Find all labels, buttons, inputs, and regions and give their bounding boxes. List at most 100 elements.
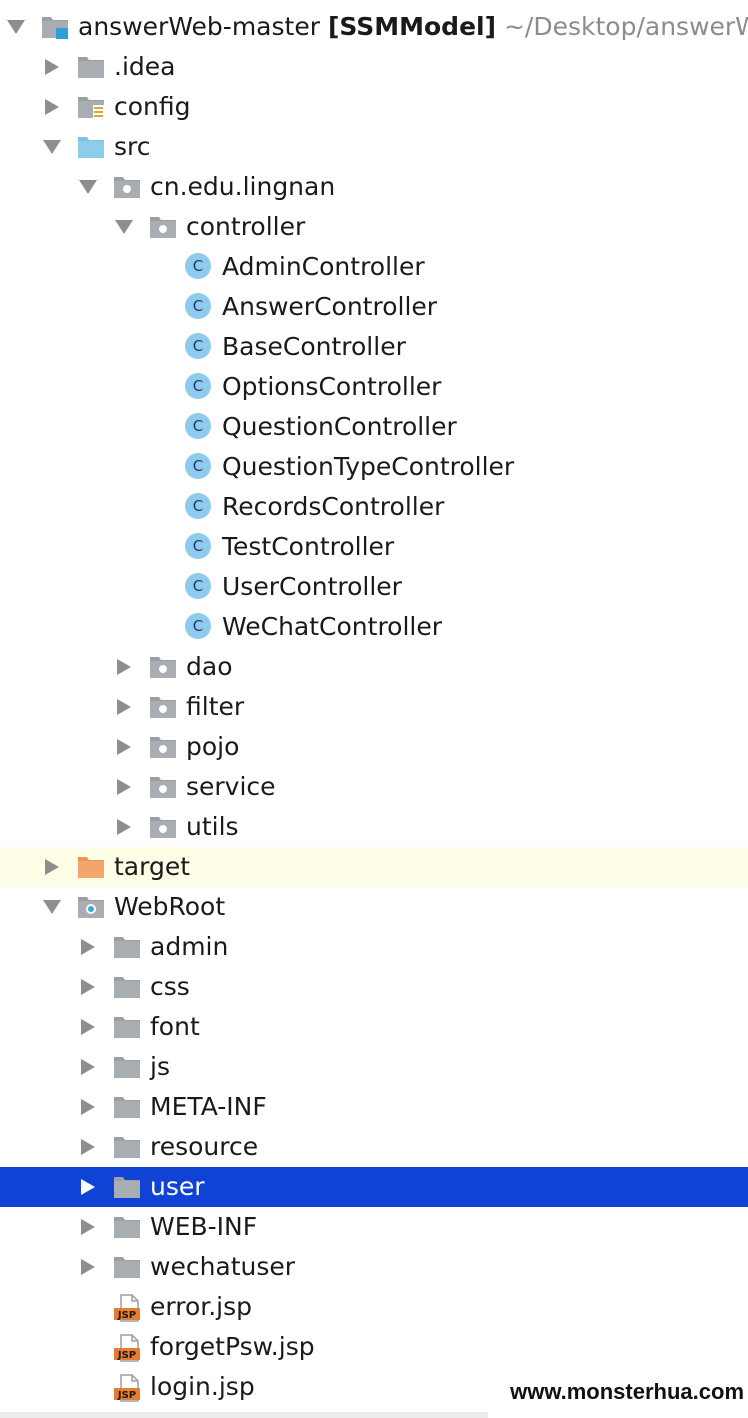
- package-icon: [149, 694, 177, 720]
- project-name: answerWeb-master: [78, 12, 320, 41]
- tree-item-label: WebRoot: [114, 892, 226, 921]
- jsp-file-icon: JSP: [113, 1334, 141, 1362]
- chevron-right-icon[interactable]: [78, 1017, 98, 1037]
- tree-item-filter[interactable]: filter: [0, 687, 748, 727]
- java-class-icon: C: [185, 493, 211, 519]
- tree-item-answerweb-master[interactable]: answerWeb-master [SSMModel] ~/Desktop/an…: [0, 7, 748, 47]
- tree-item-label: pojo: [186, 732, 240, 761]
- tree-item-label: AdminController: [222, 252, 425, 281]
- tree-item-target[interactable]: target: [0, 847, 748, 887]
- tree-item-wechatuser[interactable]: wechatuser: [0, 1247, 748, 1287]
- tree-item-css[interactable]: css: [0, 967, 748, 1007]
- package-icon: [149, 654, 177, 680]
- java-class-icon: C: [185, 533, 211, 559]
- package-icon: [113, 174, 141, 200]
- tree-item-dao[interactable]: dao: [0, 647, 748, 687]
- chevron-down-icon[interactable]: [6, 17, 26, 37]
- tree-item-font[interactable]: font: [0, 1007, 748, 1047]
- chevron-right-icon[interactable]: [78, 1137, 98, 1157]
- tree-item-label: dao: [186, 652, 233, 681]
- folder-icon: [113, 974, 141, 1000]
- svg-text:JSP: JSP: [117, 1390, 136, 1401]
- folder-icon: [113, 1014, 141, 1040]
- chevron-right-icon[interactable]: [114, 697, 134, 717]
- chevron-right-icon[interactable]: [42, 857, 62, 877]
- tree-item-webroot[interactable]: WebRoot: [0, 887, 748, 927]
- source-folder-icon: [77, 134, 105, 160]
- chevron-right-icon[interactable]: [114, 737, 134, 757]
- folder-icon: [113, 1254, 141, 1280]
- tree-item-label: admin: [150, 932, 229, 961]
- tree-item-resource[interactable]: resource: [0, 1127, 748, 1167]
- tree-item-label: .idea: [114, 52, 176, 81]
- web-root-icon: [77, 894, 105, 920]
- tree-item-js[interactable]: js: [0, 1047, 748, 1087]
- tree-item-label: QuestionTypeController: [222, 452, 515, 481]
- tree-item-label: WEB-INF: [150, 1212, 258, 1241]
- folder-icon: [113, 1174, 141, 1200]
- tree-item-label: config: [114, 92, 191, 121]
- tree-item-label: controller: [186, 212, 306, 241]
- jsp-file-icon: JSP: [113, 1374, 141, 1402]
- tree-item-label: service: [186, 772, 276, 801]
- bottom-divider: [0, 1412, 488, 1418]
- tree-item-pojo[interactable]: pojo: [0, 727, 748, 767]
- java-class-icon: C: [185, 453, 211, 479]
- chevron-right-icon[interactable]: [114, 657, 134, 677]
- tree-item-user[interactable]: user: [0, 1167, 748, 1207]
- tree-item-label: QuestionController: [222, 412, 457, 441]
- tree-item-utils[interactable]: utils: [0, 807, 748, 847]
- tree-item-label: BaseController: [222, 332, 406, 361]
- chevron-right-icon[interactable]: [78, 1097, 98, 1117]
- svg-text:JSP: JSP: [117, 1350, 136, 1361]
- chevron-right-icon[interactable]: [78, 1257, 98, 1277]
- tree-item-questiontypecontroller[interactable]: C QuestionTypeController: [0, 447, 748, 487]
- chevron-right-icon[interactable]: [78, 937, 98, 957]
- tree-item-label: TestController: [222, 532, 395, 561]
- chevron-right-icon[interactable]: [114, 777, 134, 797]
- tree-item-idea[interactable]: .idea: [0, 47, 748, 87]
- tree-item-service[interactable]: service: [0, 767, 748, 807]
- tree-item-admin[interactable]: admin: [0, 927, 748, 967]
- folder-icon: [77, 54, 105, 80]
- tree-item-web-inf[interactable]: WEB-INF: [0, 1207, 748, 1247]
- chevron-down-icon[interactable]: [78, 177, 98, 197]
- folder-icon: [113, 1054, 141, 1080]
- tree-item-controller[interactable]: controller: [0, 207, 748, 247]
- chevron-down-icon[interactable]: [42, 137, 62, 157]
- watermark-text: www.monsterhua.com: [488, 1366, 748, 1418]
- chevron-right-icon[interactable]: [42, 57, 62, 77]
- chevron-right-icon[interactable]: [78, 1177, 98, 1197]
- chevron-right-icon[interactable]: [78, 1217, 98, 1237]
- folder-icon: [113, 1094, 141, 1120]
- tree-item-label: utils: [186, 812, 239, 841]
- chevron-right-icon[interactable]: [114, 817, 134, 837]
- chevron-down-icon[interactable]: [42, 897, 62, 917]
- package-icon: [149, 774, 177, 800]
- tree-item-label: AnswerController: [222, 292, 438, 321]
- chevron-down-icon[interactable]: [114, 217, 134, 237]
- tree-item-src[interactable]: src: [0, 127, 748, 167]
- chevron-right-icon[interactable]: [42, 97, 62, 117]
- tree-item-cn-edu-lingnan[interactable]: cn.edu.lingnan: [0, 167, 748, 207]
- tree-item-config[interactable]: config: [0, 87, 748, 127]
- chevron-right-icon[interactable]: [78, 977, 98, 997]
- tree-item-label: WeChatController: [222, 612, 443, 641]
- tree-item-meta-inf[interactable]: META-INF: [0, 1087, 748, 1127]
- tree-item-testcontroller[interactable]: C TestController: [0, 527, 748, 567]
- chevron-right-icon[interactable]: [78, 1057, 98, 1077]
- project-path: ~/Desktop/answerW: [503, 12, 748, 41]
- excluded-folder-icon: [77, 854, 105, 880]
- jsp-file-icon: JSP: [113, 1294, 141, 1322]
